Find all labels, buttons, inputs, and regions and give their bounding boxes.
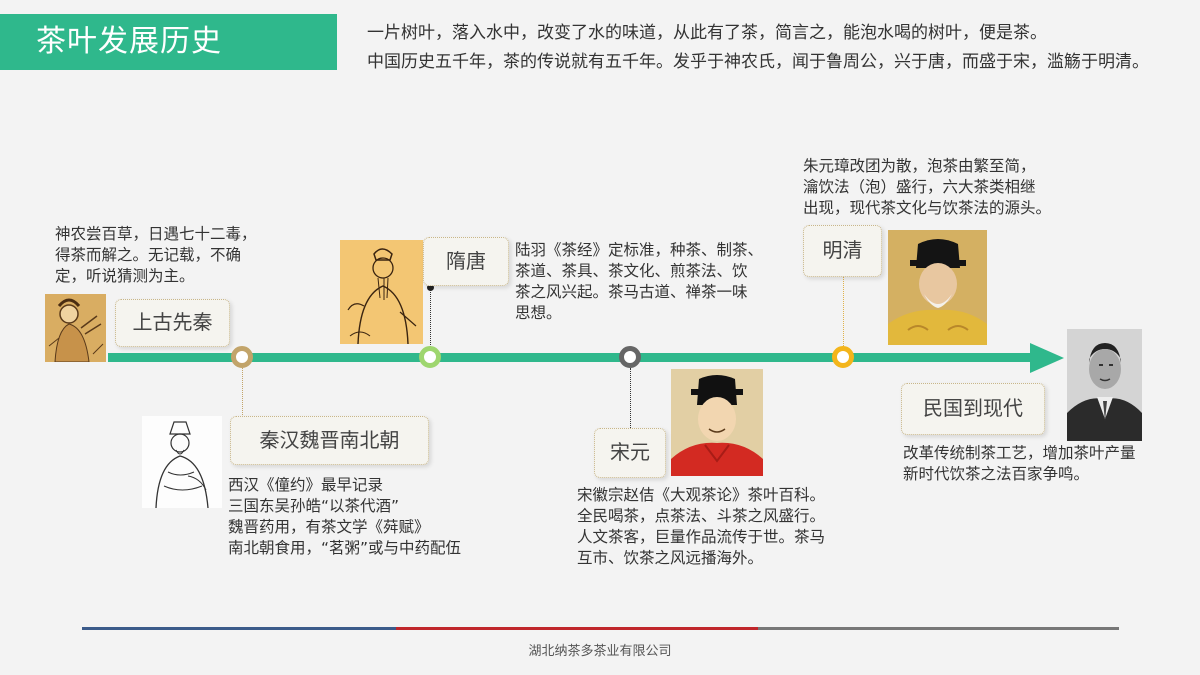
connector-songyuan: [630, 368, 631, 436]
intro-line-2: 中国历史五千年，茶的传说就有五千年。发乎于神农氏，闻于鲁周公，兴于唐，而盛于宋，…: [367, 52, 1149, 72]
era-desc-suitang: 陆羽《茶经》定标准，种茶、制茶、 茶道、茶具、茶文化、煎茶法、饮 茶之风兴起。茶…: [515, 241, 764, 322]
intro-line-1: 一片树叶，落入水中，改变了水的味道，从此有了茶，简言之，能泡水喝的树叶，便是茶。: [367, 23, 1047, 43]
era-label-minguo[interactable]: 民国到现代: [901, 383, 1045, 435]
era-desc-minguo: 改革传统制茶工艺，增加茶叶产量 新时代饮茶之法百家争鸣。: [903, 444, 1136, 483]
connector-suitang: [430, 287, 431, 347]
portrait-modern: [1067, 329, 1142, 441]
era-name-suitang: 隋唐: [446, 249, 486, 273]
era-name-shanggu: 上古先秦: [132, 310, 213, 334]
footer-line-red: [396, 627, 758, 630]
connector-qinhan: [242, 368, 243, 433]
timeline-node-suitang[interactable]: [419, 346, 441, 368]
connector-suitang-dot: [427, 284, 434, 291]
era-desc-shanggu: 神农尝百草，日遇七十二毒， 得茶而解之。无记载，不确 定，听说猜测为主。: [55, 225, 257, 285]
portrait-song-huizong: [671, 369, 763, 476]
timeline-line: [108, 353, 1036, 362]
era-label-mingqing[interactable]: 明清: [803, 225, 882, 277]
connector-mingqing: [843, 270, 844, 348]
era-name-songyuan: 宋元: [610, 440, 650, 464]
era-name-minguo: 民国到现代: [923, 396, 1023, 420]
era-label-shanggu[interactable]: 上古先秦: [115, 299, 230, 347]
title-banner: [0, 14, 337, 70]
footer-line-blue: [82, 627, 396, 630]
portrait-luyu: [340, 240, 423, 344]
timeline-arrowhead: [1030, 343, 1064, 373]
portrait-zhu-yuanzhang: [888, 230, 987, 345]
era-desc-qinhan: 西汉《僮约》最早记录 三国东吴孙皓“以茶代酒” 魏晋药用，有茶文学《荈赋》 南北…: [228, 476, 462, 557]
portrait-qinhan: [142, 416, 222, 508]
era-desc-mingqing: 朱元璋改团为散，泡茶由繁至简， 瀹饮法（泡）盛行，六大茶类相继 出现，现代茶文化…: [803, 157, 1052, 217]
timeline-node-qinhan[interactable]: [231, 346, 253, 368]
portrait-shennong: [45, 294, 106, 362]
era-label-qinhan[interactable]: 秦汉魏晋南北朝: [230, 416, 429, 465]
era-name-mingqing: 明清: [822, 238, 863, 262]
footer-line-gray: [758, 627, 1119, 630]
era-label-songyuan[interactable]: 宋元: [594, 428, 666, 478]
timeline-node-mingqing[interactable]: [832, 346, 854, 368]
footer-company: 湖北纳茶多茶业有限公司: [528, 644, 672, 659]
era-name-qinhan: 秦汉魏晋南北朝: [259, 428, 400, 452]
intro-text: 一片树叶，落入水中，改变了水的味道，从此有了茶，简言之，能泡水喝的树叶，便是茶。…: [367, 19, 1192, 77]
timeline-node-songyuan[interactable]: [619, 346, 641, 368]
era-label-suitang[interactable]: 隋唐: [423, 237, 509, 286]
page-title: 茶叶发展历史: [36, 24, 222, 59]
era-desc-songyuan: 宋徽宗赵佶《大观茶论》茶叶百科。 全民喝茶，点茶法、斗茶之风盛行。 人文茶客，巨…: [577, 486, 826, 567]
